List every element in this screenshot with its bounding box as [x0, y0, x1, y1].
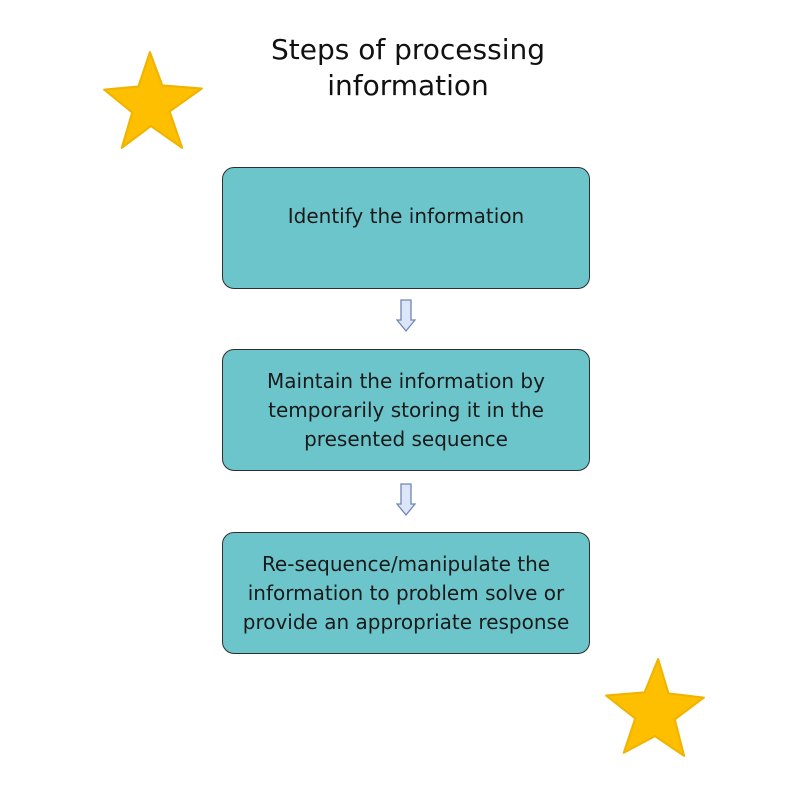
- step-box-resequence: Re-sequence/manipulate the information t…: [222, 532, 590, 654]
- diagram-title: Steps of processing information: [270, 33, 546, 102]
- step-box-identify: Identify the information: [222, 167, 590, 289]
- star-icon: [605, 658, 705, 757]
- arrow-down-icon: [396, 483, 416, 517]
- step-text: Identify the information: [287, 203, 525, 228]
- step-text: Maintain the information by temporarily …: [267, 368, 545, 451]
- step-text: Re-sequence/manipulate the information t…: [242, 551, 570, 634]
- arrow-down-icon: [396, 299, 416, 333]
- star-icon: [103, 51, 203, 149]
- step-box-maintain: Maintain the information by temporarily …: [222, 349, 590, 471]
